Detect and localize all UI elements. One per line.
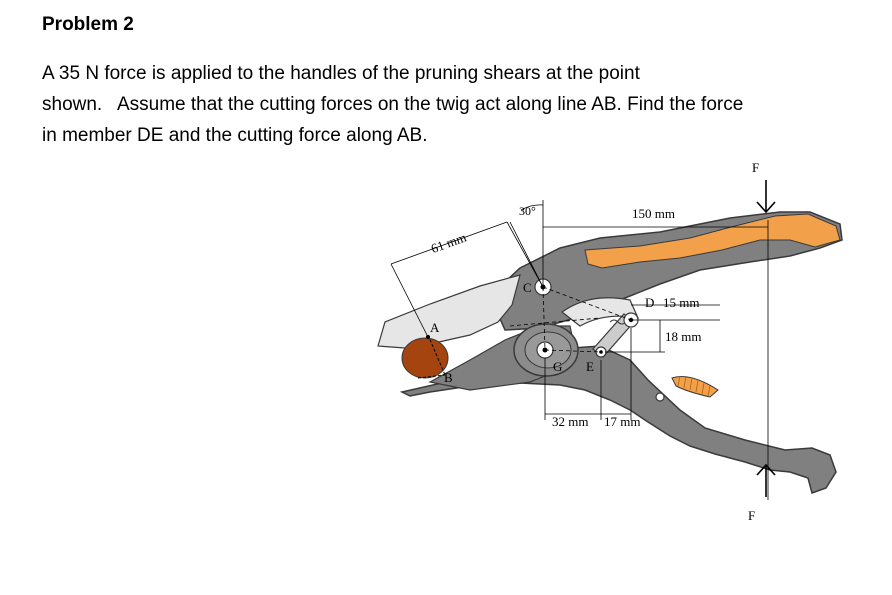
upper-grip [584,213,841,269]
problem-statement: A 35 N force is applied to the handles o… [42,58,842,151]
label-point-b: B [444,370,453,385]
lower-handle-hole [655,392,665,402]
angle-30-deg [509,200,544,288]
linkage-crescent [560,297,640,327]
force-arrow-top [756,180,776,214]
lower-grip [671,376,719,398]
label-point-g: G [553,359,562,374]
label-18mm: 18 mm [665,329,701,344]
label-force-top: F [752,160,759,175]
line-b-ext [417,374,446,379]
label-force-bottom: F [748,508,755,523]
label-15mm: 15 mm [663,295,699,310]
label-point-d: D [645,295,654,310]
dimension-d [605,304,720,353]
lower-grip-ridges [677,375,711,397]
problem-title: Problem 2 [42,14,134,35]
label-point-a: A [430,320,440,335]
dimension-61mm [390,221,544,338]
label-150mm: 150 mm [632,206,675,221]
label-point-e: E [586,359,594,374]
dimension-bottom [544,328,632,420]
label-30deg: 30° [519,204,536,218]
force-arrow-bottom [756,463,776,497]
problem-line-3: in member DE and the cutting force along… [42,125,428,146]
problem-line-1: A 35 N force is applied to the handles o… [42,63,640,84]
problem-line-2: shown. Assume that the cutting forces on… [42,94,744,115]
label-17mm: 17 mm [604,414,640,429]
label-61mm: 61 mm [429,229,468,256]
twig [401,337,449,379]
centerlines [509,286,632,353]
dimension-150mm [543,220,769,500]
label-point-c: C [523,280,532,295]
label-32mm: 32 mm [552,414,588,429]
line-ab [427,334,446,376]
blade [377,274,521,349]
